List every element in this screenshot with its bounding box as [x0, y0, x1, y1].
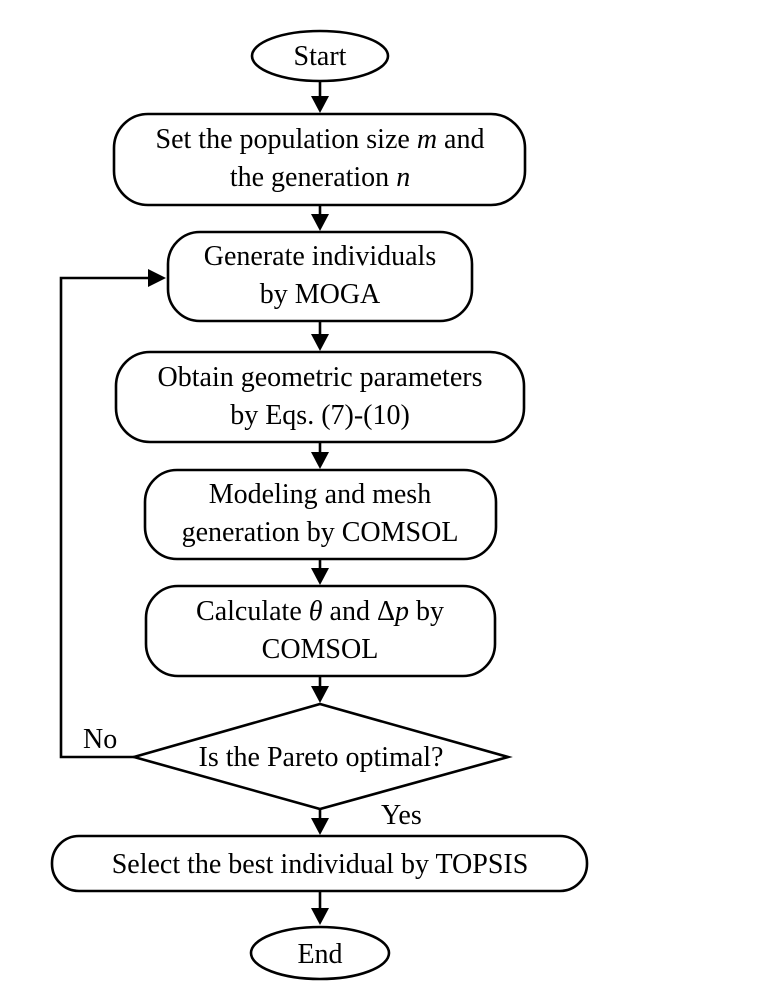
- arrowhead-start-to-set: [311, 96, 329, 113]
- arrowhead-modeling-to-calculate: [311, 568, 329, 585]
- generate-individuals-box: [166, 230, 474, 323]
- arrowhead-select-to-end: [311, 908, 329, 925]
- arrowhead-decision-to-select: [311, 818, 329, 835]
- edge-no-loop: [59, 276, 150, 759]
- start-node: Start: [250, 29, 390, 83]
- calculate-node: Calculate θ and Δp by COMSOL: [144, 584, 497, 678]
- start-label: Start: [294, 41, 347, 72]
- start-ellipse: [250, 29, 390, 83]
- end-label: End: [297, 939, 342, 970]
- calculate-box: [144, 584, 497, 678]
- set-parameters-node: Set the population size m and the genera…: [112, 112, 527, 207]
- decision-diamond: [129, 702, 513, 811]
- modeling-node: Modeling and mesh generation by COMSOL: [143, 468, 498, 561]
- generate-individuals-line1: Generate individuals: [204, 241, 436, 272]
- obtain-parameters-line1: Obtain geometric parameters: [158, 362, 483, 393]
- decision-label: Is the Pareto optimal?: [199, 742, 444, 773]
- select-best-node: Select the best individual by TOPSIS: [50, 834, 589, 893]
- set-parameters-line1: Set the population size m and: [156, 124, 485, 155]
- arrowhead-no-loop: [148, 269, 166, 287]
- calculate-line1: Calculate θ and Δp by: [196, 596, 444, 627]
- modeling-line2: generation by COMSOL: [182, 517, 459, 548]
- arrowhead-calculate-to-decision: [311, 686, 329, 703]
- arrowhead-obtain-to-modeling: [311, 452, 329, 469]
- modeling-box: [143, 468, 498, 561]
- generate-individuals-line2: by MOGA: [260, 279, 381, 310]
- end-ellipse: [249, 925, 391, 981]
- arrowhead-generate-to-obtain: [311, 334, 329, 351]
- set-parameters-box: [112, 112, 527, 207]
- generate-individuals-node: Generate individuals by MOGA: [166, 230, 474, 323]
- arrowhead-set-to-generate: [311, 214, 329, 231]
- yes-edge-label: Yes: [381, 800, 422, 831]
- obtain-parameters-node: Obtain geometric parameters by Eqs. (7)-…: [114, 350, 526, 444]
- decision-node: Is the Pareto optimal?: [129, 702, 513, 811]
- select-best-box: [50, 834, 589, 893]
- set-parameters-line2: the generation n: [230, 162, 410, 193]
- calculate-line2: COMSOL: [262, 634, 379, 665]
- connectors: [59, 80, 329, 925]
- select-best-label: Select the best individual by TOPSIS: [112, 849, 529, 880]
- end-node: End: [249, 925, 391, 981]
- obtain-parameters-box: [114, 350, 526, 444]
- obtain-parameters-line2: by Eqs. (7)-(10): [230, 400, 410, 431]
- modeling-line1: Modeling and mesh: [209, 479, 431, 510]
- no-edge-label: No: [83, 724, 117, 755]
